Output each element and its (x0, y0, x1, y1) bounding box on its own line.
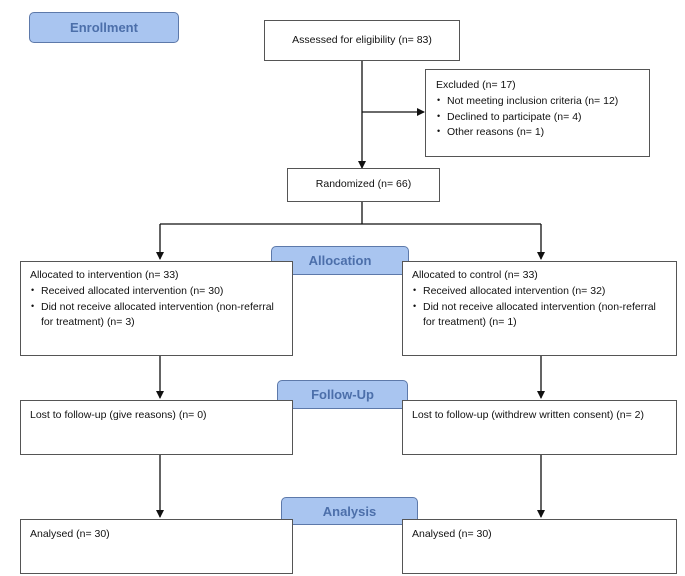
control-followup-box: Lost to follow-up (withdrew written cons… (402, 400, 677, 455)
control-allocation-list: Received allocated intervention (n= 32) … (412, 284, 667, 331)
assessed-box: Assessed for eligibility (n= 83) (264, 20, 460, 61)
control-analysis-box: Analysed (n= 30) (402, 519, 677, 574)
stage-follow-up: Follow-Up (277, 380, 408, 409)
intervention-analysis-box: Analysed (n= 30) (20, 519, 293, 574)
stage-allocation: Allocation (271, 246, 409, 275)
excluded-reasons-list: Not meeting inclusion criteria (n= 12) D… (436, 94, 639, 141)
control-allocated: Allocated to control (n= 33) (412, 269, 538, 281)
excluded-title: Excluded (n= 17) (436, 79, 516, 91)
stage-enrollment: Enrollment (29, 12, 179, 43)
control-allocation-item: Received allocated intervention (n= 32) (412, 284, 667, 300)
excluded-reason: Declined to participate (n= 4) (436, 110, 639, 126)
control-allocation-box: Allocated to control (n= 33) Received al… (402, 261, 677, 356)
stage-analysis: Analysis (281, 497, 418, 525)
excluded-reason: Other reasons (n= 1) (436, 125, 639, 141)
excluded-box: Excluded (n= 17) Not meeting inclusion c… (425, 69, 650, 157)
intervention-allocation-list: Received allocated intervention (n= 30) … (30, 284, 283, 331)
intervention-allocated: Allocated to intervention (n= 33) (30, 269, 179, 281)
intervention-allocation-item: Did not receive allocated intervention (… (30, 300, 283, 332)
excluded-reason: Not meeting inclusion criteria (n= 12) (436, 94, 639, 110)
control-allocation-item: Did not receive allocated intervention (… (412, 300, 667, 332)
randomized-box: Randomized (n= 66) (287, 168, 440, 202)
intervention-allocation-box: Allocated to intervention (n= 33) Receiv… (20, 261, 293, 356)
intervention-allocation-item: Received allocated intervention (n= 30) (30, 284, 283, 300)
intervention-followup-box: Lost to follow-up (give reasons) (n= 0) (20, 400, 293, 455)
